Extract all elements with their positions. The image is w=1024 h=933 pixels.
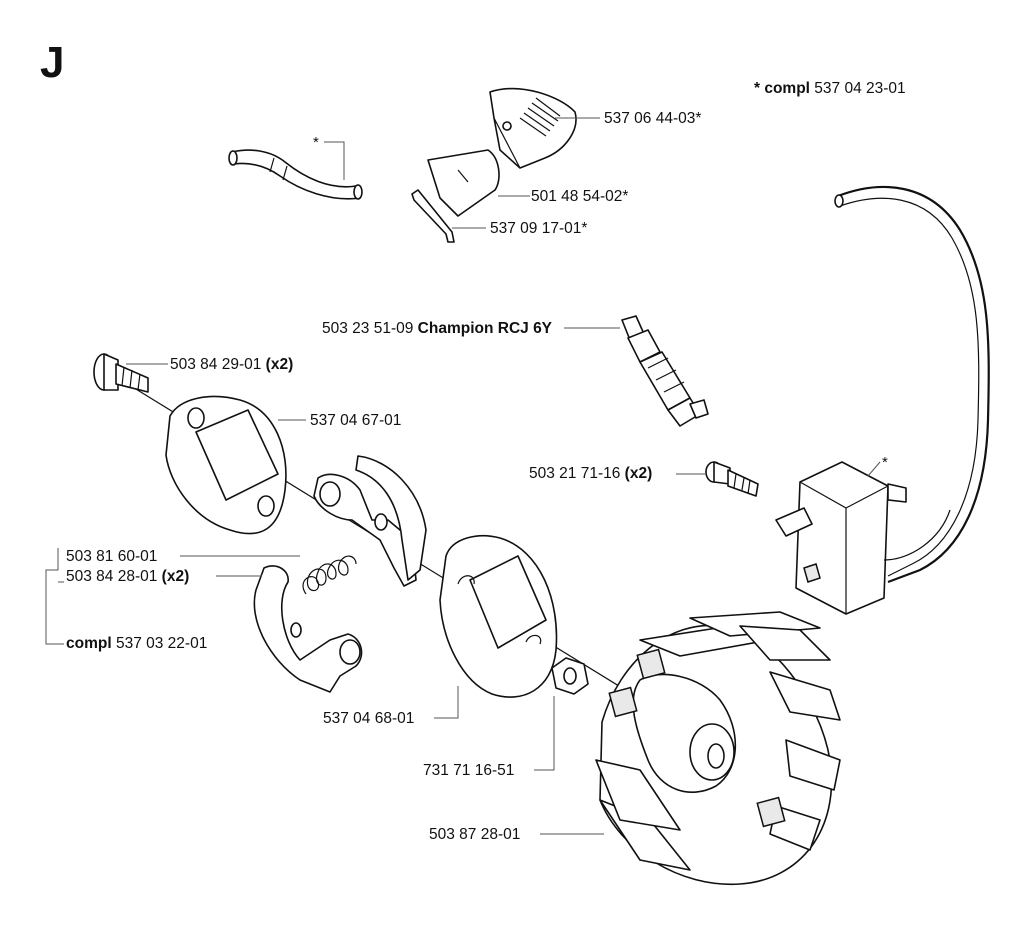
clutch-compl-prefix: compl xyxy=(66,635,112,652)
flywheel-part xyxy=(595,611,841,886)
label-pin: 537 09 17-01* xyxy=(490,220,588,237)
shoe-screw-number: 503 84 28-01 xyxy=(66,568,158,585)
clutch-shoe-upper-part xyxy=(313,455,427,587)
leader-lines xyxy=(45,117,881,835)
hose-star: * xyxy=(313,134,319,151)
deflector-part xyxy=(489,87,577,169)
hose-part xyxy=(228,149,363,200)
screw-top-qty: (x2) xyxy=(265,356,294,373)
nut-part xyxy=(551,657,589,695)
coil-star: * xyxy=(882,454,888,471)
label-screw-top: 503 84 29-01 (x2) xyxy=(170,356,293,374)
kit-note-prefix: * compl xyxy=(754,80,810,97)
ignition-lead-part xyxy=(834,186,990,584)
label-clutch-plate-top: 537 04 67-01 xyxy=(310,412,402,429)
kit-note: * compl 537 04 23-01 xyxy=(754,80,906,98)
clutch-plate-top-part xyxy=(165,395,287,535)
label-plate: 501 48 54-02* xyxy=(531,188,629,205)
coil-screw-number: 503 21 71-16 xyxy=(529,465,621,482)
clutch-shoe-lower-part xyxy=(253,565,363,693)
clutch-plate-bottom-part xyxy=(439,534,558,698)
coil-screw-qty: (x2) xyxy=(624,465,653,482)
clutch-compl-number: 537 03 22-01 xyxy=(115,635,208,652)
shoe-screw-qty: (x2) xyxy=(161,568,190,585)
coil-screw-part xyxy=(705,461,759,497)
label-deflector: 537 06 44-03* xyxy=(604,110,702,127)
plate-part xyxy=(427,149,500,217)
screw-top-number: 503 84 29-01 xyxy=(170,356,262,373)
spark-plug-number: 503 23 51-09 xyxy=(322,320,414,337)
pin-part xyxy=(411,189,455,243)
spark-plug-desc: Champion RCJ 6Y xyxy=(417,320,553,337)
kit-note-number: 537 04 23-01 xyxy=(814,80,906,97)
label-clutch-compl: compl 537 03 22-01 xyxy=(66,635,207,653)
label-nut: 731 71 16-51 xyxy=(423,762,515,779)
label-spring: 503 81 60-01 xyxy=(66,548,158,565)
label-coil-screw: 503 21 71-16 (x2) xyxy=(529,465,652,483)
ignition-coil-part xyxy=(775,461,951,615)
label-spark-plug: 503 23 51-09 Champion RCJ 6Y xyxy=(322,320,552,338)
spring-part xyxy=(302,555,357,595)
label-flywheel: 503 87 28-01 xyxy=(429,826,521,843)
screw-top-part xyxy=(93,353,149,393)
label-clutch-plate-bottom: 537 04 68-01 xyxy=(323,710,415,727)
spark-plug-part xyxy=(621,315,709,427)
section-letter: J xyxy=(40,38,65,87)
label-shoe-screw: 503 84 28-01 (x2) xyxy=(66,568,189,586)
